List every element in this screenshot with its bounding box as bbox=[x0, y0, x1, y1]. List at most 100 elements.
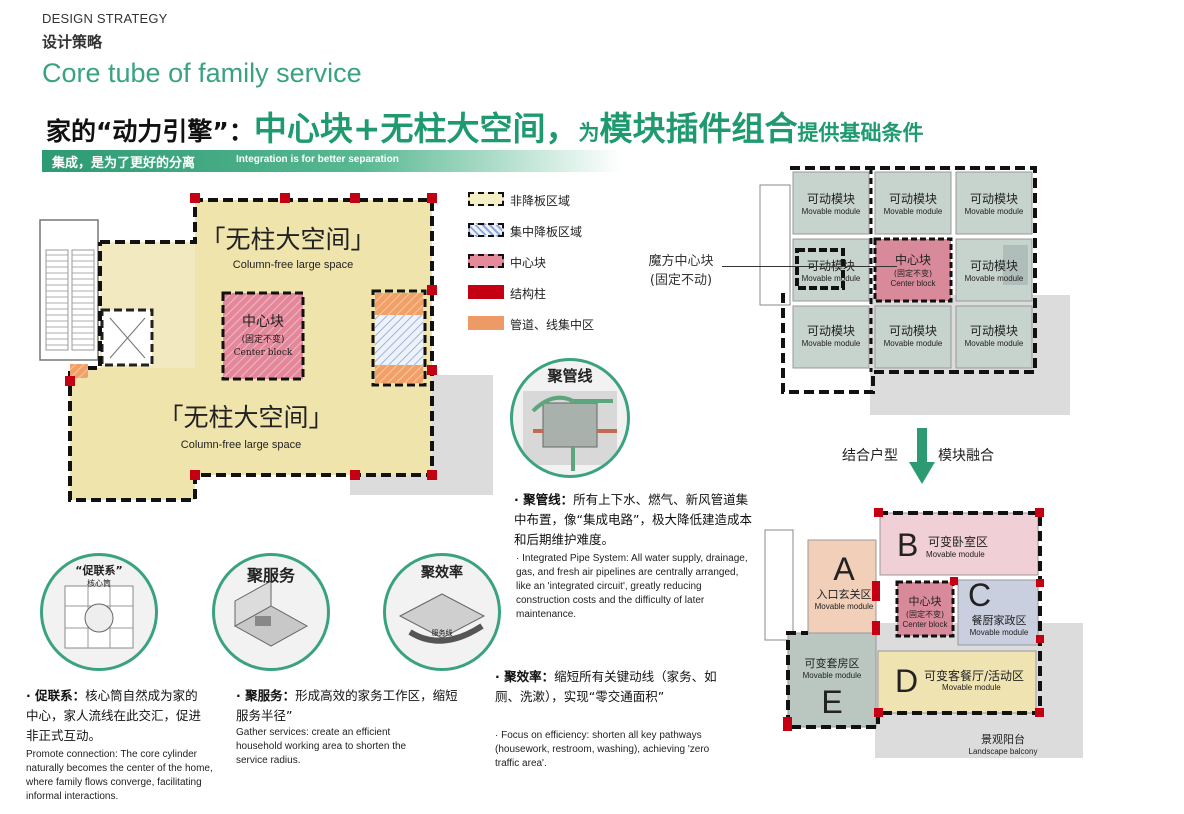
zone-balcony: 景观阳台 Landscape balcony bbox=[948, 731, 1058, 756]
floor-plan-diagram: 「无柱大空间」 Column-free large space 「无柱大空间」 … bbox=[39, 193, 493, 502]
plan-center-cn: 中心块 bbox=[242, 314, 284, 330]
grid-module-4: 可动模块 Movable module bbox=[793, 239, 869, 301]
grid-module-en: Movable module bbox=[964, 339, 1024, 348]
efficiency-head: · 聚效率： bbox=[495, 669, 555, 684]
zone-d-cn: 可变客餐厅/活动区 bbox=[924, 669, 1025, 683]
service-paragraph: · 聚服务：形成高效的家务工作区，缩短服务半径” bbox=[236, 686, 458, 726]
slogan: 家的“动力引擎”：中心块+无柱大空间，为模块插件组合提供基础条件 bbox=[46, 102, 924, 150]
zone-b-en: Movable module bbox=[926, 550, 985, 559]
pipes-text-en: · Integrated Pipe System: All water supp… bbox=[516, 553, 748, 620]
zone-e-cn: 可变套房区 bbox=[804, 657, 860, 670]
grid-module-3: 可动模块 Movable module bbox=[956, 172, 1032, 234]
zone-d-en: Movable module bbox=[942, 683, 1001, 692]
grid-center-en: Center block bbox=[890, 279, 936, 288]
grid-module-cn: 可动模块 bbox=[806, 192, 855, 206]
plan-space-cn-1: 「无柱大空间」 bbox=[200, 225, 375, 254]
slogan-part2: 中心块+无柱大空间， bbox=[253, 109, 579, 148]
grid-module-cn: 可动模块 bbox=[806, 324, 855, 338]
grid-module-en: Movable module bbox=[883, 207, 943, 216]
efficiency-text-en: · Focus on efficiency: shorten all key p… bbox=[495, 730, 710, 769]
grid-module-6: 可动模块 Movable module bbox=[956, 239, 1032, 301]
header-en-title: DESIGN STRATEGY bbox=[42, 11, 168, 26]
pipes-text-cn: 所有上下水、燃气、新风管道集中布置，像“集成电路”，极大降低建造成本和后期维护难… bbox=[514, 492, 752, 547]
grid-module-9: 可动模块 Movable module bbox=[956, 306, 1032, 368]
connection-circle-title: “促联系” bbox=[75, 564, 123, 577]
slogan-part4: 模块插件组合 bbox=[599, 109, 798, 148]
slogan-part1: 家的“动力引擎”： bbox=[46, 117, 254, 146]
plan-space-cn-2: 「无柱大空间」 bbox=[158, 403, 333, 432]
zone-c-cn: 餐厨家政区 bbox=[971, 614, 1027, 627]
grid-module-8: 可动模块 Movable module bbox=[875, 306, 951, 368]
grid-center-cn: 中心块 bbox=[894, 253, 931, 267]
legend-swatch bbox=[468, 254, 504, 268]
grid-module-cn: 可动模块 bbox=[969, 259, 1018, 273]
legend-swatch bbox=[468, 285, 504, 299]
plan-space-en-2: Column-free large space bbox=[181, 439, 301, 451]
zone-a-cn: 入口玄关区 bbox=[816, 588, 872, 601]
service-text-en: Gather services: create an efficient hou… bbox=[236, 727, 407, 766]
connection-text-cn: 核心筒自然成为家的中心，家人流线在此交汇，促进非正式互动。 bbox=[26, 688, 202, 743]
arrow-left-label: 结合户型 bbox=[842, 448, 898, 464]
grid-module-1: 可动模块 Movable module bbox=[793, 172, 869, 234]
slogan-part3: 为 bbox=[578, 121, 600, 145]
zone-e: 可变套房区 Movable module E bbox=[790, 655, 874, 720]
grid-center-block: 中心块 (固定不变) Center block bbox=[875, 239, 951, 301]
grid-module-en: Movable module bbox=[964, 207, 1024, 216]
efficiency-text-cn: 缩短所有关键动线（家务、如厕、洗漱），实现“零交通面积” bbox=[495, 669, 717, 704]
efficiency-circle-title: 聚效率 bbox=[421, 565, 463, 581]
main-title: Core tube of family service bbox=[42, 58, 362, 88]
grid-module-2: 可动模块 Movable module bbox=[875, 172, 951, 234]
connection-circle-sub: 核心筒 bbox=[87, 579, 111, 588]
efficiency-paragraph: · 聚效率：缩短所有关键动线（家务、如厕、洗漱），实现“零交通面积” bbox=[495, 667, 725, 707]
pipes-paragraph: · 聚管线：所有上下水、燃气、新风管道集中布置，像“集成电路”，极大降低建造成本… bbox=[514, 490, 754, 550]
zone-center-en: Center block bbox=[902, 620, 948, 629]
efficiency-circle-sub: 服务线 bbox=[431, 629, 453, 637]
plan-center-en: Center block bbox=[234, 348, 293, 358]
service-text-cn: 形成高效的家务工作区，缩短服务半径” bbox=[236, 688, 458, 723]
grid-module-cn: 可动模块 bbox=[888, 192, 937, 206]
magic-label-2: (固定不动) bbox=[649, 273, 713, 288]
zone-balcony-en: Landscape balcony bbox=[968, 747, 1038, 756]
grid-module-cn: 可动模块 bbox=[888, 324, 937, 338]
service-circle-illustration: 聚服务 bbox=[212, 553, 330, 671]
banner-en: Integration is for better separation bbox=[236, 154, 399, 165]
legend-swatch bbox=[468, 192, 504, 206]
section-banner: 集成，是为了更好的分离 Integration is for better se… bbox=[42, 150, 622, 172]
connection-text-en: Promote connection: The core cylinder na… bbox=[26, 749, 213, 802]
grid-center-note: (固定不变) bbox=[893, 269, 933, 278]
pipes-circle-title: 聚管线 bbox=[547, 367, 593, 385]
grid-module-7: 可动模块 Movable module bbox=[793, 306, 869, 368]
plan-center-note: (固定不变) bbox=[241, 333, 284, 345]
zone-plan-diagram bbox=[764, 508, 1083, 758]
legend-label: 管道、线集中区 bbox=[510, 318, 595, 332]
magic-label-1: 魔方中心块 bbox=[648, 254, 714, 269]
zone-balcony-cn: 景观阳台 bbox=[981, 733, 1025, 746]
legend-label: 中心块 bbox=[510, 256, 547, 270]
service-circle-title: 聚服务 bbox=[246, 566, 295, 585]
zone-a-letter: A bbox=[833, 551, 855, 587]
connection-circle-illustration: “促联系” 核心筒 bbox=[40, 553, 158, 671]
legend-swatch bbox=[468, 223, 504, 237]
legend-label: 非降板区域 bbox=[510, 194, 571, 208]
connection-paragraph: · 促联系：核心筒自然成为家的中心，家人流线在此交汇，促进非正式互动。 bbox=[26, 686, 210, 746]
zone-e-letter: E bbox=[821, 684, 843, 720]
grid-module-cn: 可动模块 bbox=[969, 192, 1018, 206]
grid-module-en: Movable module bbox=[801, 207, 861, 216]
zone-c: C 餐厨家政区 Movable module bbox=[960, 578, 1038, 637]
grid-module-cn: 可动模块 bbox=[969, 324, 1018, 338]
zone-a-en: Movable module bbox=[814, 602, 874, 611]
legend-label: 结构柱 bbox=[510, 287, 547, 301]
zone-center: 中心块 (固定不变) Center block bbox=[897, 593, 953, 629]
pipes-circle-illustration: 聚管线 bbox=[510, 358, 630, 478]
grid-module-en: Movable module bbox=[801, 274, 861, 283]
module-grid-diagram bbox=[759, 166, 1070, 415]
down-arrow-icon bbox=[909, 428, 935, 484]
legend-swatch bbox=[468, 316, 504, 330]
zone-center-cn: 中心块 bbox=[908, 595, 942, 608]
slogan-part5: 提供基础条件 bbox=[797, 121, 924, 145]
grid-module-en: Movable module bbox=[883, 339, 943, 348]
arrow-right-label: 模块融合 bbox=[938, 448, 994, 464]
header-cn-title: 设计策略 bbox=[42, 33, 103, 51]
zone-b-cn: 可变卧室区 bbox=[928, 535, 989, 549]
magic-center-label: 魔方中心块 (固定不动) bbox=[641, 250, 721, 288]
